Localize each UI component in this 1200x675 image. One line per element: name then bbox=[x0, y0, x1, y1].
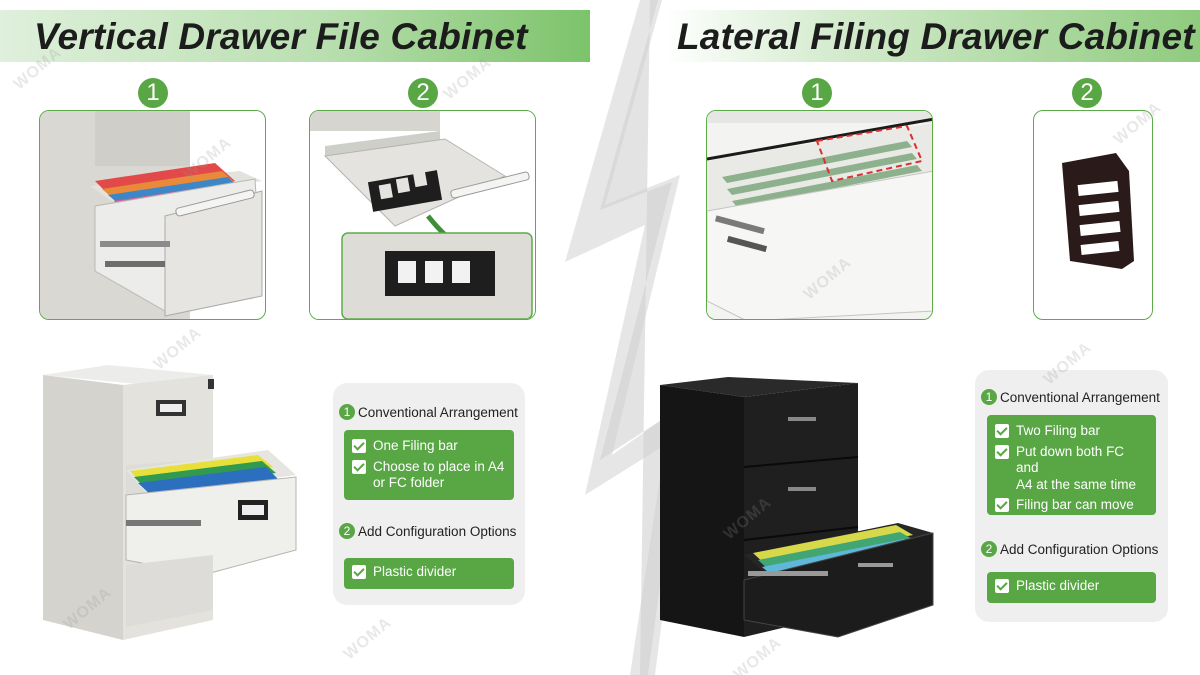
left-step-2: 2 bbox=[408, 78, 438, 108]
left-section2-title-row: 2 Add Configuration Options bbox=[339, 523, 516, 539]
left-title: Vertical Drawer File Cabinet bbox=[34, 16, 528, 57]
right-section1-title-row: 1 Conventional Arrangement bbox=[981, 389, 1160, 405]
list-item: One Filing bar bbox=[352, 438, 506, 455]
check-icon bbox=[995, 444, 1009, 459]
list-item: Choose to place in A4 or FC folder bbox=[352, 459, 506, 492]
right-step-2: 2 bbox=[1072, 78, 1102, 108]
list-item-label: Filing bar can move bbox=[1016, 497, 1134, 512]
list-item: Filing bar can move bbox=[995, 497, 1148, 514]
check-icon bbox=[352, 439, 366, 453]
list-item-label: Put down both FC and A4 at the same time bbox=[1016, 443, 1137, 492]
left-section1-title: Conventional Arrangement bbox=[358, 404, 518, 420]
list-item-label: Plastic divider bbox=[373, 564, 457, 579]
check-icon bbox=[352, 565, 366, 579]
check-icon bbox=[352, 459, 366, 474]
list-item-label: Plastic divider bbox=[1016, 578, 1100, 593]
right-options-panel: Plastic divider bbox=[987, 572, 1156, 603]
left-section2-num: 2 bbox=[339, 523, 355, 539]
right-section2-title: Add Configuration Options bbox=[1000, 541, 1159, 557]
list-item-label: Two Filing bar bbox=[1016, 423, 1101, 438]
right-photo-divider bbox=[1033, 110, 1153, 320]
left-photo-open-drawer bbox=[39, 110, 266, 320]
check-icon bbox=[995, 424, 1009, 438]
list-item: Two Filing bar bbox=[995, 423, 1148, 440]
left-section1-title-row: 1 Conventional Arrangement bbox=[339, 404, 518, 420]
list-item: Put down both FC and A4 at the same time bbox=[995, 444, 1148, 494]
left-step-1: 1 bbox=[138, 78, 168, 108]
right-conventional-panel: Two Filing bar Put down both FC and A4 a… bbox=[987, 415, 1156, 515]
check-icon bbox=[995, 498, 1009, 512]
vertical-cabinet-image bbox=[43, 365, 297, 640]
left-options-panel: Plastic divider bbox=[344, 558, 514, 589]
list-item-label: Choose to place in A4 or FC folder bbox=[373, 458, 505, 491]
right-photo-two-bars bbox=[706, 110, 933, 320]
left-title-banner: Vertical Drawer File Cabinet bbox=[0, 10, 590, 62]
left-photo-plastic-divider bbox=[309, 110, 536, 320]
right-title-banner: Lateral Filing Drawer Cabinet bbox=[665, 10, 1200, 62]
left-section2-title: Add Configuration Options bbox=[358, 523, 517, 539]
left-info-card: 1 Conventional Arrangement One Filing ba… bbox=[333, 383, 525, 605]
right-step-1: 1 bbox=[802, 78, 832, 108]
left-conventional-panel: One Filing bar Choose to place in A4 or … bbox=[344, 430, 514, 500]
left-section1-num: 1 bbox=[339, 404, 355, 420]
check-icon bbox=[995, 579, 1009, 593]
right-info-card: 1 Conventional Arrangement Two Filing ba… bbox=[975, 370, 1168, 622]
list-item: Plastic divider bbox=[352, 564, 506, 581]
right-section2-title-row: 2 Add Configuration Options bbox=[981, 541, 1158, 557]
right-section1-title: Conventional Arrangement bbox=[1000, 389, 1160, 405]
list-item-label: One Filing bar bbox=[373, 438, 458, 453]
right-section2-num: 2 bbox=[981, 541, 997, 557]
right-title: Lateral Filing Drawer Cabinet bbox=[677, 16, 1195, 57]
list-item: Plastic divider bbox=[995, 578, 1148, 595]
lateral-cabinet-image bbox=[660, 377, 934, 638]
right-section1-num: 1 bbox=[981, 389, 997, 405]
